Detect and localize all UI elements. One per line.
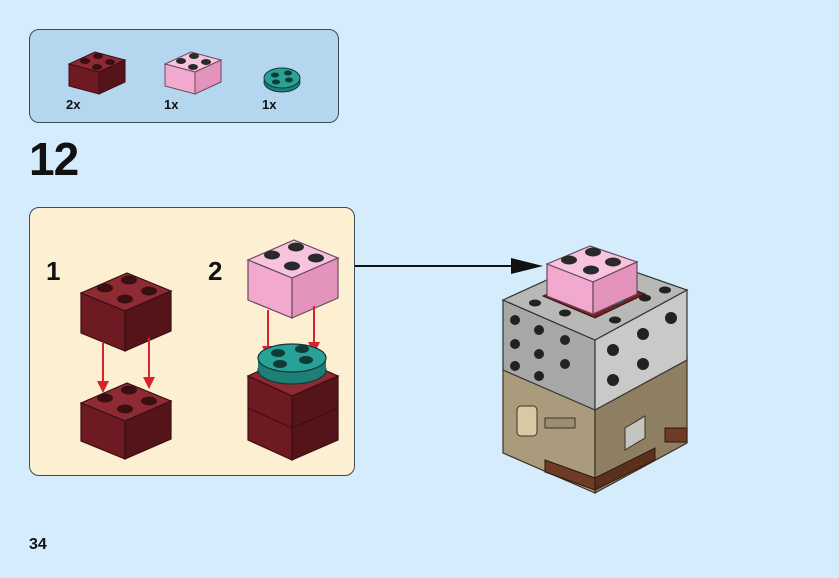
subassembly-panel: 1 2 — [29, 207, 355, 476]
step-number: 12 — [29, 133, 79, 185]
quantity-label: 1x — [164, 97, 179, 112]
dark-red-2x2-brick-icon — [67, 51, 127, 95]
callout-arrow — [355, 258, 543, 274]
pink-2x2-brick-icon — [163, 51, 223, 95]
model-top-stack — [541, 245, 647, 319]
dark-red-2x2-brick-icon — [79, 382, 173, 460]
teal-round-plate-icon — [257, 343, 327, 385]
page-number: 34 — [29, 536, 47, 553]
dark-red-2x2-brick-icon — [79, 272, 173, 352]
brickheadz-model-illustration — [501, 245, 689, 495]
quantity-label: 2x — [66, 97, 81, 112]
substep-1-illustration — [79, 272, 173, 460]
pink-2x2-brick-icon — [246, 239, 340, 319]
model-body — [502, 356, 688, 495]
parts-list-panel: 2x 1x 1x — [29, 29, 339, 123]
substep-number: 1 — [46, 256, 61, 286]
teal-round-plate-icon — [263, 67, 301, 93]
quantity-label: 1x — [262, 97, 277, 112]
substep-number: 2 — [208, 256, 223, 286]
substep-2-illustration — [246, 239, 340, 461]
